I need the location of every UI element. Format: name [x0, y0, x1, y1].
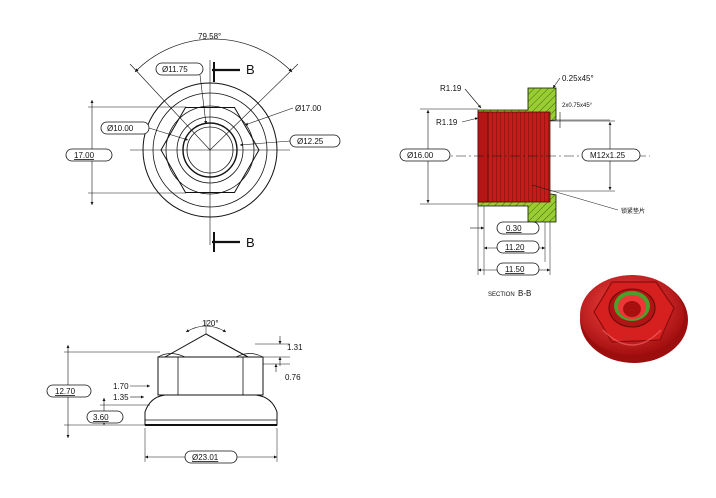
section-caption-prefix: SECTION	[488, 292, 515, 298]
dim-1-35: 1.35	[113, 393, 129, 402]
dim-1-70: 1.70	[113, 382, 129, 391]
dim-box-23-01	[184, 450, 238, 464]
radius-label-1: R1.19	[440, 84, 462, 93]
dim-3-60: 3.60	[93, 413, 109, 422]
chamfer-label-2: 2x0.75x45°	[562, 103, 593, 109]
dim-0-76: 0.76	[285, 373, 301, 382]
top-view: 79.58° B B Ø11.75 Ø17.00 Ø10.00 Ø12.25 1…	[65, 32, 341, 252]
dim-10-00: Ø10.00	[107, 124, 134, 133]
dim-box-3-60	[86, 410, 124, 424]
dim-17-00-dia: Ø17.00	[295, 104, 322, 113]
dim-box-12-70	[46, 384, 92, 398]
section-view: R1.19 R1.19 0.25x45° 2x0.75x45° Ø16.00 M…	[399, 74, 650, 298]
callout-label: 锁紧垫片	[621, 207, 645, 215]
section-letter-bottom: B	[246, 235, 255, 250]
dim-12-70: 12.70	[55, 387, 76, 396]
chamfer-label-1: 0.25x45°	[562, 74, 594, 83]
dim-11-20: 11.20	[505, 243, 525, 252]
dim-box-11-75	[155, 62, 204, 76]
dim-0-30: 0.30	[506, 224, 522, 233]
side-view: 120° 1.31 0.76 12.70 1.70 1.35 3.60	[46, 319, 303, 464]
dim-box-16-00	[399, 148, 451, 162]
dim-16-00: Ø16.00	[407, 151, 434, 160]
dim-1-31: 1.31	[287, 343, 303, 352]
dim-box-thread	[581, 148, 641, 162]
dim-box-11-20	[496, 240, 540, 254]
dim-23-01: Ø23.01	[192, 453, 219, 462]
nut-3d-render	[580, 275, 688, 363]
angle-label: 79.58°	[198, 32, 221, 41]
side-angle-label: 120°	[202, 319, 219, 328]
dim-11-50: 11.50	[505, 265, 525, 274]
radius-label-2: R1.19	[436, 118, 458, 127]
dim-12-25: Ø12.25	[297, 137, 324, 146]
section-caption-name: B-B	[518, 289, 531, 298]
dim-box-11-50	[496, 262, 540, 276]
thread-spec: M12x1.25	[590, 151, 626, 160]
dim-17-00-height: 17.00	[74, 151, 95, 160]
dim-box-17-00	[65, 148, 113, 162]
dim-11-75: Ø11.75	[162, 65, 188, 74]
section-letter-top: B	[246, 62, 255, 77]
dim-box-0-30	[496, 221, 540, 235]
